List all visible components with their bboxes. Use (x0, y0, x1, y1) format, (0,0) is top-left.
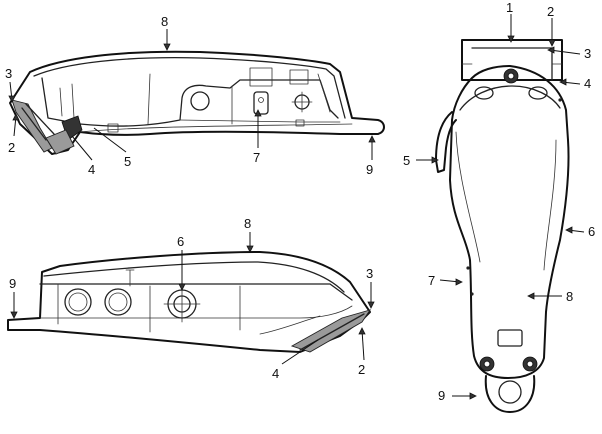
callout-7: 7 (428, 273, 435, 288)
callout-8: 8 (244, 216, 251, 231)
callout-9: 9 (438, 388, 445, 403)
callout-5: 5 (403, 153, 410, 168)
callout-9: 9 (366, 162, 373, 177)
callout-4: 4 (584, 76, 591, 91)
callout-3: 3 (5, 66, 12, 81)
callout-9: 9 (9, 276, 16, 291)
front-view (436, 40, 569, 412)
callout-8: 8 (161, 14, 168, 29)
callout-8: 8 (566, 289, 573, 304)
callout-2: 2 (547, 4, 554, 19)
callout-3: 3 (584, 46, 591, 61)
callout-labels-bottom-left: 8 6 9 3 2 4 (9, 216, 373, 381)
callout-7: 7 (253, 150, 260, 165)
callout-3: 3 (366, 266, 373, 281)
side-view-top (10, 52, 384, 154)
callout-6: 6 (588, 224, 595, 239)
callout-4: 4 (88, 162, 95, 177)
callout-6: 6 (177, 234, 184, 249)
callout-2: 2 (8, 140, 15, 155)
callout-4: 4 (272, 366, 279, 381)
callout-1: 1 (506, 0, 513, 15)
callout-2: 2 (358, 362, 365, 377)
side-view-bottom (8, 252, 370, 352)
callout-5: 5 (124, 154, 131, 169)
